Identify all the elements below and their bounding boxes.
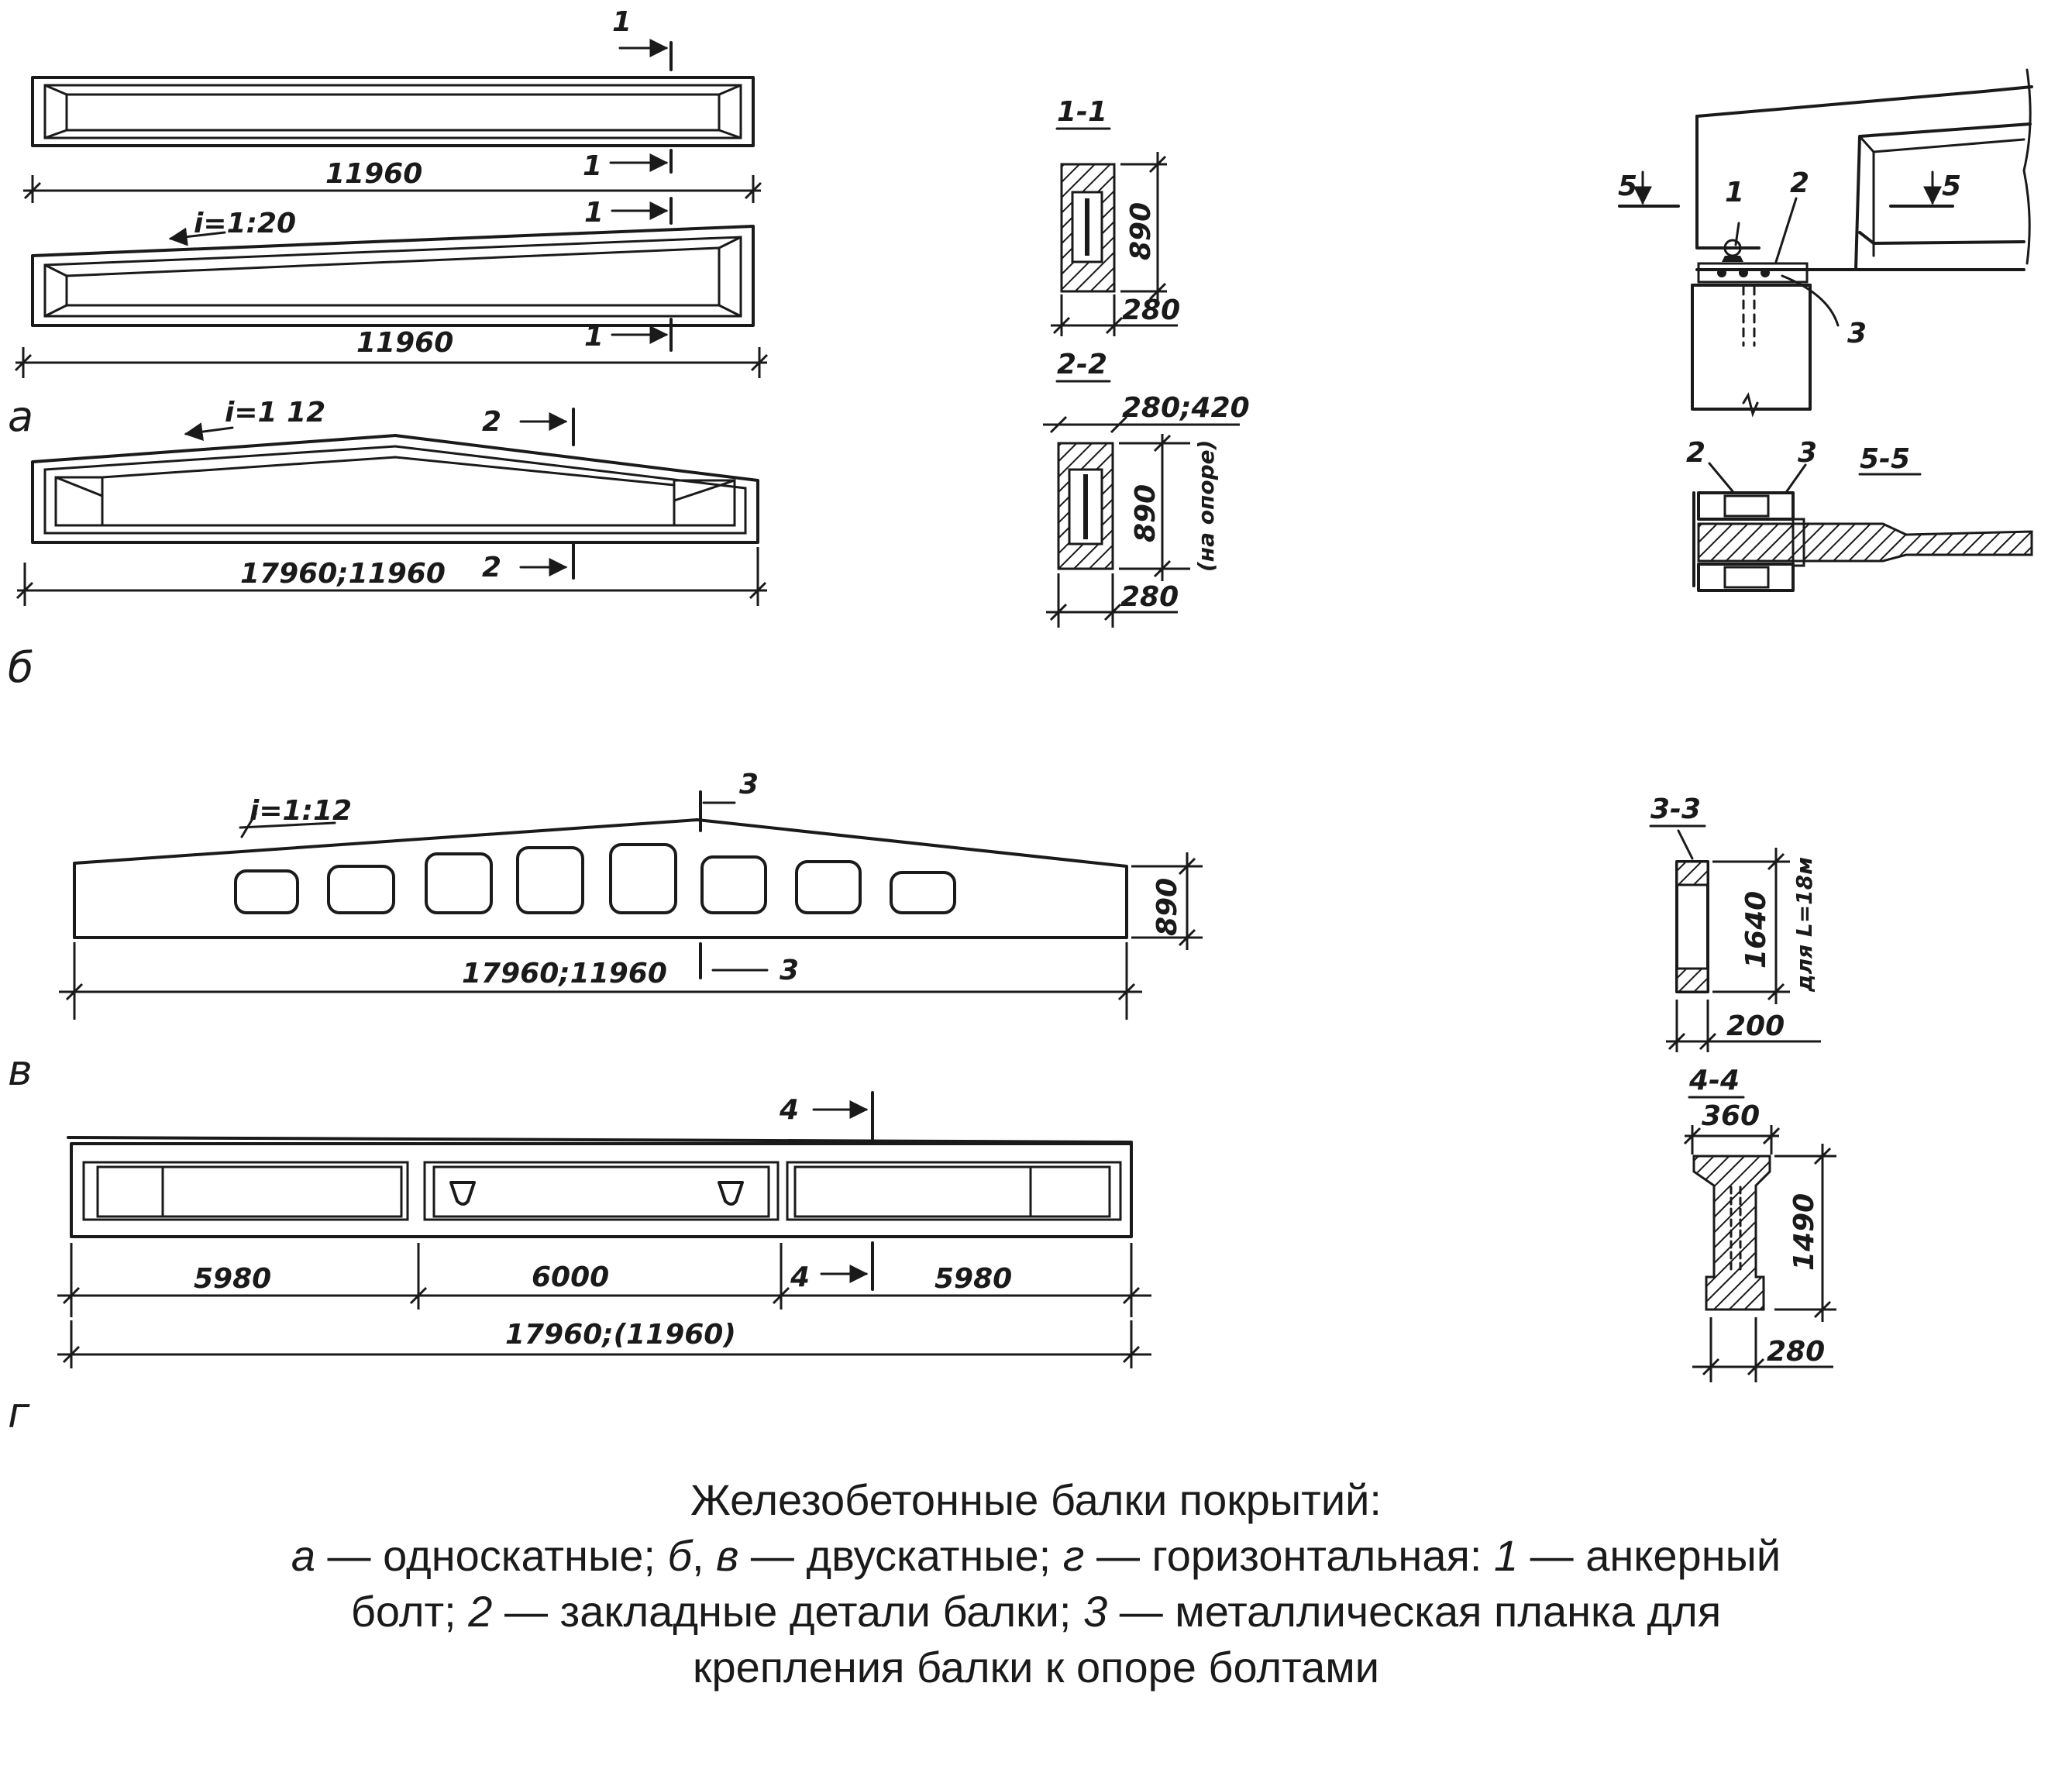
caption-letter-g: г	[1062, 1531, 1085, 1580]
section-2-2-title: 2-2	[1057, 349, 1107, 380]
caption-text-bv: — двускатные;	[738, 1531, 1063, 1580]
section-2-2-width: 280	[1120, 581, 1179, 613]
beam-a1-section-marks: 1 1	[583, 6, 673, 182]
caption-letter-v: в	[716, 1531, 739, 1580]
section-5-5-title: 5-5	[1860, 443, 1910, 475]
beam-a1	[31, 76, 755, 147]
beam-b-section-bottom-label: 2	[482, 552, 501, 583]
caption-text-g: — горизонтальная:	[1084, 1531, 1494, 1580]
section-4-4-height: 1490	[1788, 1193, 1820, 1271]
figure-letter-v: в	[8, 1046, 33, 1095]
section-4-4: 4-4 360 1490 280	[1683, 1065, 1836, 1382]
node-cut-left-label: 5	[1618, 170, 1637, 202]
beam-a1-section-bottom-label: 1	[583, 150, 602, 182]
caption-text-3a: — металлическая планка для	[1107, 1587, 1722, 1636]
beam-g-section-top-label: 4	[779, 1094, 799, 1126]
figure-letter-a: а	[8, 392, 33, 441]
caption-letter-a: а	[291, 1531, 315, 1580]
beam-a1-dimension: 11960	[23, 158, 762, 203]
beam-g-span-right: 5980	[934, 1263, 1012, 1295]
section-1-1-height: 890	[1125, 202, 1157, 260]
caption-num-2: 2	[468, 1587, 493, 1636]
beam-v-dimension: 17960;11960	[59, 942, 1142, 1020]
section-5-5: 5-5 2 3	[1686, 437, 2033, 592]
beam-g-span-mid: 6000	[532, 1261, 609, 1293]
beam-v-section-marks: 3 3	[699, 769, 799, 986]
section-4-4-width: 280	[1767, 1336, 1825, 1368]
beam-v-height-dim: 890	[1131, 852, 1203, 950]
beam-a2-length: 11960	[356, 327, 453, 359]
section-5-5-mark-2: 2	[1686, 437, 1705, 469]
beam-a2-dimension: 11960	[14, 327, 769, 378]
caption-num-3: 3	[1083, 1587, 1108, 1636]
beam-v-slope: i=1:12	[239, 795, 352, 838]
beam-b-dimension: 17960;11960	[15, 547, 767, 606]
beam-drawings: 1 1 11960 i=1:20 1 1 1	[8, 6, 2033, 1437]
caption-text-a: — односкатные;	[315, 1531, 668, 1580]
beam-v-section-top-label: 3	[739, 769, 759, 800]
beam-v-height: 890	[1151, 878, 1183, 936]
beam-v-slope-label: i=1:12	[250, 795, 352, 827]
beam-a2	[31, 225, 755, 327]
figure-letter-b: б	[8, 643, 33, 692]
node-cut-right-label: 5	[1942, 170, 1961, 202]
section-3-3-height: 1640	[1740, 891, 1772, 969]
beam-v-length: 17960;11960	[462, 958, 667, 989]
section-3-3: 3-3 1640 для L=18м 200	[1649, 793, 1821, 1052]
caption-letter-b: б	[667, 1531, 693, 1580]
beam-b-slope-label: i=1 12	[225, 397, 325, 428]
section-4-4-title: 4-4	[1688, 1065, 1740, 1096]
caption-text-1a: — анкерный	[1518, 1531, 1781, 1580]
beam-g	[67, 1136, 1133, 1238]
beam-a2-slope-label: i=1:20	[194, 208, 296, 239]
section-2-2-top-width: 280;420	[1122, 392, 1250, 424]
node-mark-2: 2	[1790, 167, 1809, 199]
section-3-3-width: 200	[1726, 1010, 1785, 1042]
section-1-1-width: 280	[1122, 294, 1180, 326]
section-5-5-mark-3: 3	[1798, 437, 1817, 469]
beam-b-slope: i=1 12	[184, 397, 325, 442]
beam-g-span-left: 5980	[194, 1263, 271, 1295]
beam-g-span-dims: 5980 6000 5980	[57, 1243, 1151, 1317]
beam-b-length: 17960;11960	[240, 558, 446, 590]
node-mark-3: 3	[1847, 318, 1867, 349]
beam-a2-section-marks: 1 1	[584, 197, 673, 353]
caption-num-1: 1	[1493, 1531, 1519, 1580]
caption-text-2: — закладные детали балки;	[492, 1587, 1084, 1636]
section-2-2-height-note: (на опоре)	[1193, 440, 1219, 572]
beam-v	[73, 818, 1128, 939]
node-mark-1: 1	[1725, 177, 1744, 208]
caption-title: Железобетонные балки покрытий:	[690, 1475, 1382, 1524]
figure-letter-g: г	[8, 1389, 30, 1437]
beam-b	[31, 434, 759, 544]
beam-b-section-marks: 2 2	[482, 406, 575, 583]
caption-line-1: а — односкатные; б, в — двускатные; г — …	[0, 1528, 2072, 1584]
caption-line-3: крепления балки к опоре болтами	[692, 1643, 1380, 1692]
beam-b-section-top-label: 2	[482, 406, 501, 438]
section-3-3-height-note: для L=18м	[1791, 857, 1817, 993]
beam-a2-section-bottom-label: 1	[584, 321, 604, 353]
beam-a1-section-top-label: 1	[612, 6, 632, 38]
support-node: 1 2 3 5 5	[1618, 68, 2033, 418]
beam-a1-length: 11960	[325, 158, 422, 190]
beam-g-section-bottom-label: 4	[790, 1261, 810, 1293]
section-3-3-title: 3-3	[1650, 793, 1701, 825]
section-2-2: 2-2 280;420 890 (на опоре) 280	[1043, 349, 1250, 628]
caption-line-2: болт; 2 — закладные детали балки; 3 — ме…	[0, 1584, 2072, 1640]
beam-g-dimension: 17960;(11960)	[57, 1319, 1151, 1368]
beam-g-section-marks: 4 4	[779, 1091, 874, 1293]
section-4-4-top-width: 360	[1702, 1100, 1760, 1132]
section-1-1: 1-1 890 280	[1051, 96, 1180, 336]
section-1-1-title: 1-1	[1057, 96, 1107, 128]
beam-v-section-bottom-label: 3	[780, 955, 799, 986]
section-2-2-height: 890	[1130, 484, 1162, 542]
beam-a2-slope: i=1:20	[168, 208, 296, 246]
beam-a2-section-top-label: 1	[584, 197, 604, 229]
beam-g-length: 17960;(11960)	[505, 1319, 736, 1351]
caption-text-1b: болт;	[350, 1587, 469, 1636]
caption-comma: ,	[692, 1531, 717, 1580]
figure-caption: Железобетонные балки покрытий: а — однос…	[0, 1472, 2072, 1695]
